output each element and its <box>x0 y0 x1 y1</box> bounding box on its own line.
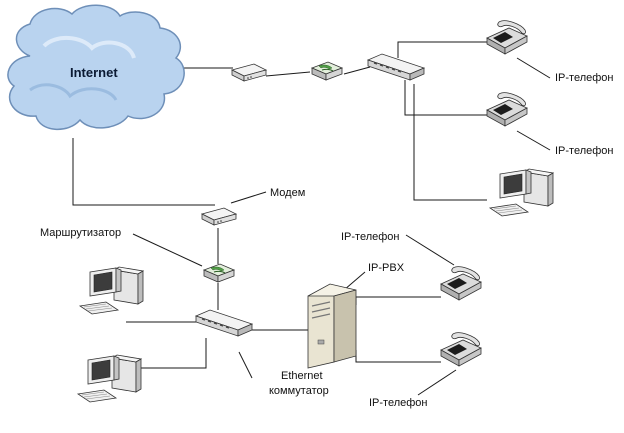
wire-ipbx-phone-bottom <box>355 350 441 363</box>
computer-icon <box>77 354 142 403</box>
wire-internet-lower-modem <box>72 138 215 206</box>
callout-ethernet <box>238 351 253 379</box>
wire-top-router-switch <box>343 66 371 75</box>
modem-label: Модем <box>270 187 305 199</box>
ip-phone-icon <box>486 92 528 127</box>
internet-cloud: Internet <box>7 4 185 130</box>
callout-router <box>132 233 203 267</box>
wire-pc-left2-switch <box>130 338 207 369</box>
cloud-icon <box>7 4 185 130</box>
ip-phone-icon <box>440 332 482 367</box>
computer-icon <box>489 168 554 217</box>
router-icon <box>203 263 235 283</box>
ip-pbx-server-icon <box>307 283 357 369</box>
callout-modem <box>230 191 267 204</box>
callout-phone-mid <box>405 234 455 266</box>
wire-top-modem-router <box>265 71 311 77</box>
ip-phone-label-mid: IP-телефон <box>341 231 400 243</box>
callout-phone-top2 <box>516 130 551 151</box>
ethernet-switch-icon <box>367 53 425 81</box>
router-label: Маршрутизатор <box>40 227 121 239</box>
router-icon <box>311 61 343 81</box>
computer-icon <box>79 266 144 315</box>
ip-phone-label-bottom: IP-телефон <box>369 397 428 409</box>
callout-phone-top1 <box>516 57 551 79</box>
callout-phone-bottom <box>417 369 457 396</box>
wire-switch-phone-top1 <box>397 41 487 58</box>
wire-switch-phone-top2 <box>404 80 487 116</box>
callout-ipbx <box>343 271 366 291</box>
ip-phone-label-top2: IP-телефон <box>555 145 614 157</box>
ip-phone-label-top1: IP-телефон <box>555 72 614 84</box>
ipbx-label: IP-PBX <box>368 262 405 274</box>
modem-icon <box>201 207 237 226</box>
ethernet-label-line1: Ethernet <box>281 370 323 382</box>
ip-phone-icon <box>486 20 528 55</box>
internet-label: Internet <box>70 65 118 80</box>
modem-icon <box>231 63 267 82</box>
ethernet-switch-icon <box>195 309 253 337</box>
wire-switch-pc-top <box>413 84 487 201</box>
wire-ipbx-phone-mid <box>355 296 441 305</box>
ip-phone-icon <box>440 266 482 301</box>
ethernet-label-line2: коммутатор <box>269 385 329 397</box>
